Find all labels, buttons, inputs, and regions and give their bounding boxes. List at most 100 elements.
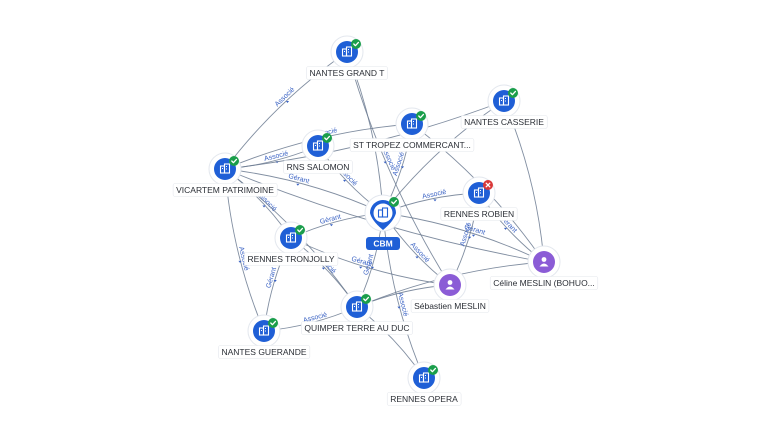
node-quimper[interactable]: QUIMPER TERRE AU DUC (301, 290, 413, 335)
node-celine-meslin[interactable]: Céline MESLIN (BOHUO... (489, 245, 599, 290)
node-rns-salomon[interactable]: RNS SALOMON (283, 129, 353, 174)
edge-line[interactable] (382, 212, 425, 379)
status-active-icon (416, 111, 426, 121)
edge-arrow-icon (503, 227, 508, 230)
node-label: RENNES TRONJOLLY (247, 254, 334, 264)
edge-arrow-icon (238, 260, 242, 263)
building-icon (406, 118, 418, 129)
node-label-background (386, 392, 462, 406)
edge-label: Gérant (265, 267, 278, 290)
edge-line[interactable] (224, 168, 384, 214)
node-rennes-tronjolly[interactable]: RENNES TRONJOLLY (244, 221, 339, 266)
node-vicartem[interactable]: VICARTEM PATRIMOINE (172, 152, 278, 197)
node-label: ST TROPEZ COMMERCANT... (353, 140, 471, 150)
node-label-background (410, 299, 490, 313)
node-label-background (283, 160, 353, 174)
node-label-background (218, 345, 311, 359)
node-label-background (489, 276, 599, 290)
node-nantes-casserie[interactable]: NANTES CASSERIE (460, 84, 548, 129)
node-label-background (349, 138, 475, 152)
node-sebastien-meslin[interactable]: Sébastien MESLIN (410, 268, 490, 313)
person-icon (539, 257, 549, 267)
building-icon (377, 207, 389, 218)
edge-label: Associé (396, 292, 409, 318)
node-label-background (460, 115, 548, 129)
central-label-pill (366, 237, 400, 250)
building-icon (351, 301, 363, 312)
edge-line[interactable] (224, 51, 348, 170)
node-rennes-robien[interactable]: RENNES ROBIEN (440, 176, 518, 221)
edge-line[interactable] (346, 51, 451, 286)
status-active-icon (361, 294, 371, 304)
edge-arrow-icon (296, 183, 300, 186)
person-icon (445, 280, 455, 290)
nodes-layer: NANTES GRAND T NANTES CASSERIE ST TROPEZ C… (172, 35, 599, 406)
status-active-icon (508, 88, 518, 98)
node-nantes-guerande[interactable]: NANTES GUERANDE (218, 314, 311, 359)
status-active-icon (351, 39, 361, 49)
status-closed-icon (483, 180, 493, 190)
edge-arrow-icon (471, 234, 476, 237)
edge-arrow-icon (433, 199, 437, 202)
edge-arrow-icon (383, 161, 387, 164)
node-label: RENNES ROBIEN (444, 209, 514, 219)
edge-label: Associé (409, 242, 431, 265)
status-active-icon (229, 156, 239, 166)
status-active-icon (322, 133, 332, 143)
node-label: QUIMPER TERRE AU DUC (304, 323, 409, 333)
node-label: VICARTEM PATRIMOINE (176, 185, 274, 195)
building-icon (258, 325, 270, 336)
building-icon (219, 163, 231, 174)
status-active-icon (295, 225, 305, 235)
node-label: Céline MESLIN (BOHUO... (493, 278, 595, 288)
node-label: RNS SALOMON (287, 162, 350, 172)
edge-arrow-icon (397, 306, 401, 309)
building-icon (285, 232, 297, 243)
central-label: CBM (373, 239, 392, 249)
node-circle[interactable] (439, 274, 461, 296)
edge-arrow-icon (321, 267, 326, 270)
building-icon (418, 372, 430, 383)
edge-label: Associé (274, 86, 297, 108)
edge-arrow-icon (329, 224, 334, 227)
building-icon (341, 46, 353, 57)
building-icon (498, 95, 510, 106)
node-rennes-opera[interactable]: RENNES OPERA (386, 361, 462, 406)
edge-arrow-icon (262, 205, 266, 208)
node-label: NANTES GUERANDE (221, 347, 306, 357)
edge-arrow-icon (273, 279, 277, 282)
node-label-background (306, 66, 388, 80)
edge-arrow-icon (415, 256, 419, 259)
node-circle[interactable] (533, 251, 555, 273)
node-label-background (172, 183, 278, 197)
building-icon (473, 187, 485, 198)
node-st-tropez[interactable]: ST TROPEZ COMMERCANT... (349, 107, 475, 152)
status-active-icon (428, 365, 438, 375)
node-label: RENNES OPERA (390, 394, 458, 404)
edge-arrow-icon (359, 266, 363, 269)
edge-line[interactable] (382, 212, 545, 263)
edge-arrow-icon (370, 266, 375, 269)
node-label-background (244, 252, 339, 266)
edge-arrow-icon (400, 166, 405, 169)
edge-label: Associé (422, 189, 448, 201)
building-icon (312, 140, 324, 151)
edge-label: Gérant (288, 173, 311, 186)
edge-arrow-icon (342, 179, 347, 182)
edge-arrow-icon (285, 101, 290, 104)
status-active-icon (389, 197, 399, 207)
status-active-icon (268, 318, 278, 328)
edge-arrow-icon (467, 236, 472, 239)
edge-label: Gérant (319, 214, 342, 226)
node-label-background (301, 321, 413, 335)
node-label: Sébastien MESLIN (414, 301, 486, 311)
node-label: NANTES GRAND T (310, 68, 385, 78)
node-nantes-grand-t[interactable]: NANTES GRAND T (306, 35, 388, 80)
node-label-background (440, 207, 518, 221)
node-cbm-central[interactable]: CBM (364, 194, 402, 250)
edge-line[interactable] (290, 237, 451, 286)
edge-label: Associé (459, 222, 473, 248)
node-label: NANTES CASSERIE (464, 117, 544, 127)
